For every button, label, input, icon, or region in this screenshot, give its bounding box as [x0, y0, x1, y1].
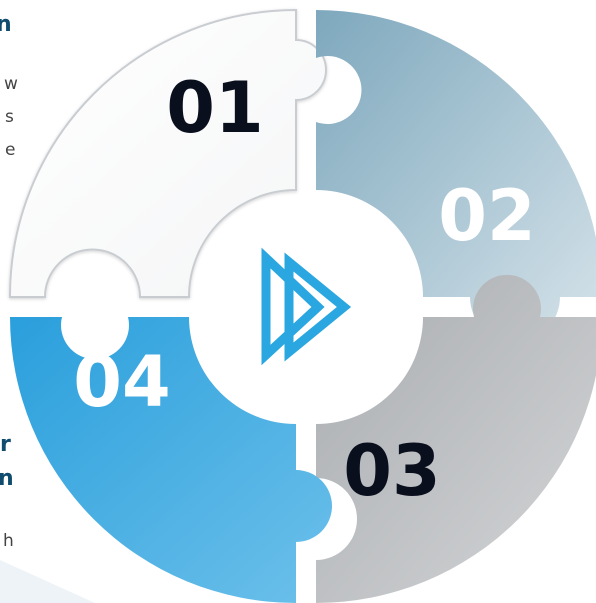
puzzle-piece-01[interactable] [8, 8, 327, 298]
piece-number-01: 01 [166, 67, 263, 149]
puzzle-piece-03[interactable] [316, 274, 596, 603]
piece-number-02: 02 [438, 175, 535, 257]
top-body-fragment-2: s [5, 107, 14, 127]
puzzle-piece-02[interactable] [316, 10, 596, 342]
top-body-fragment-1: w [4, 74, 18, 94]
piece-number-03: 03 [343, 430, 440, 512]
double-play-logo-icon [261, 247, 352, 366]
bottom-body-fragment-1: h [3, 531, 14, 551]
bottom-heading-fragment-2: n [0, 466, 14, 491]
paper-shadow [0, 560, 95, 603]
top-body-fragment-3: e [5, 140, 16, 160]
top-heading-fragment: n [0, 12, 12, 37]
center-disc [210, 211, 402, 403]
piece-number-04: 04 [73, 341, 170, 423]
puzzle-piece-04[interactable] [10, 317, 332, 603]
bottom-heading-fragment-1: r [0, 432, 11, 457]
